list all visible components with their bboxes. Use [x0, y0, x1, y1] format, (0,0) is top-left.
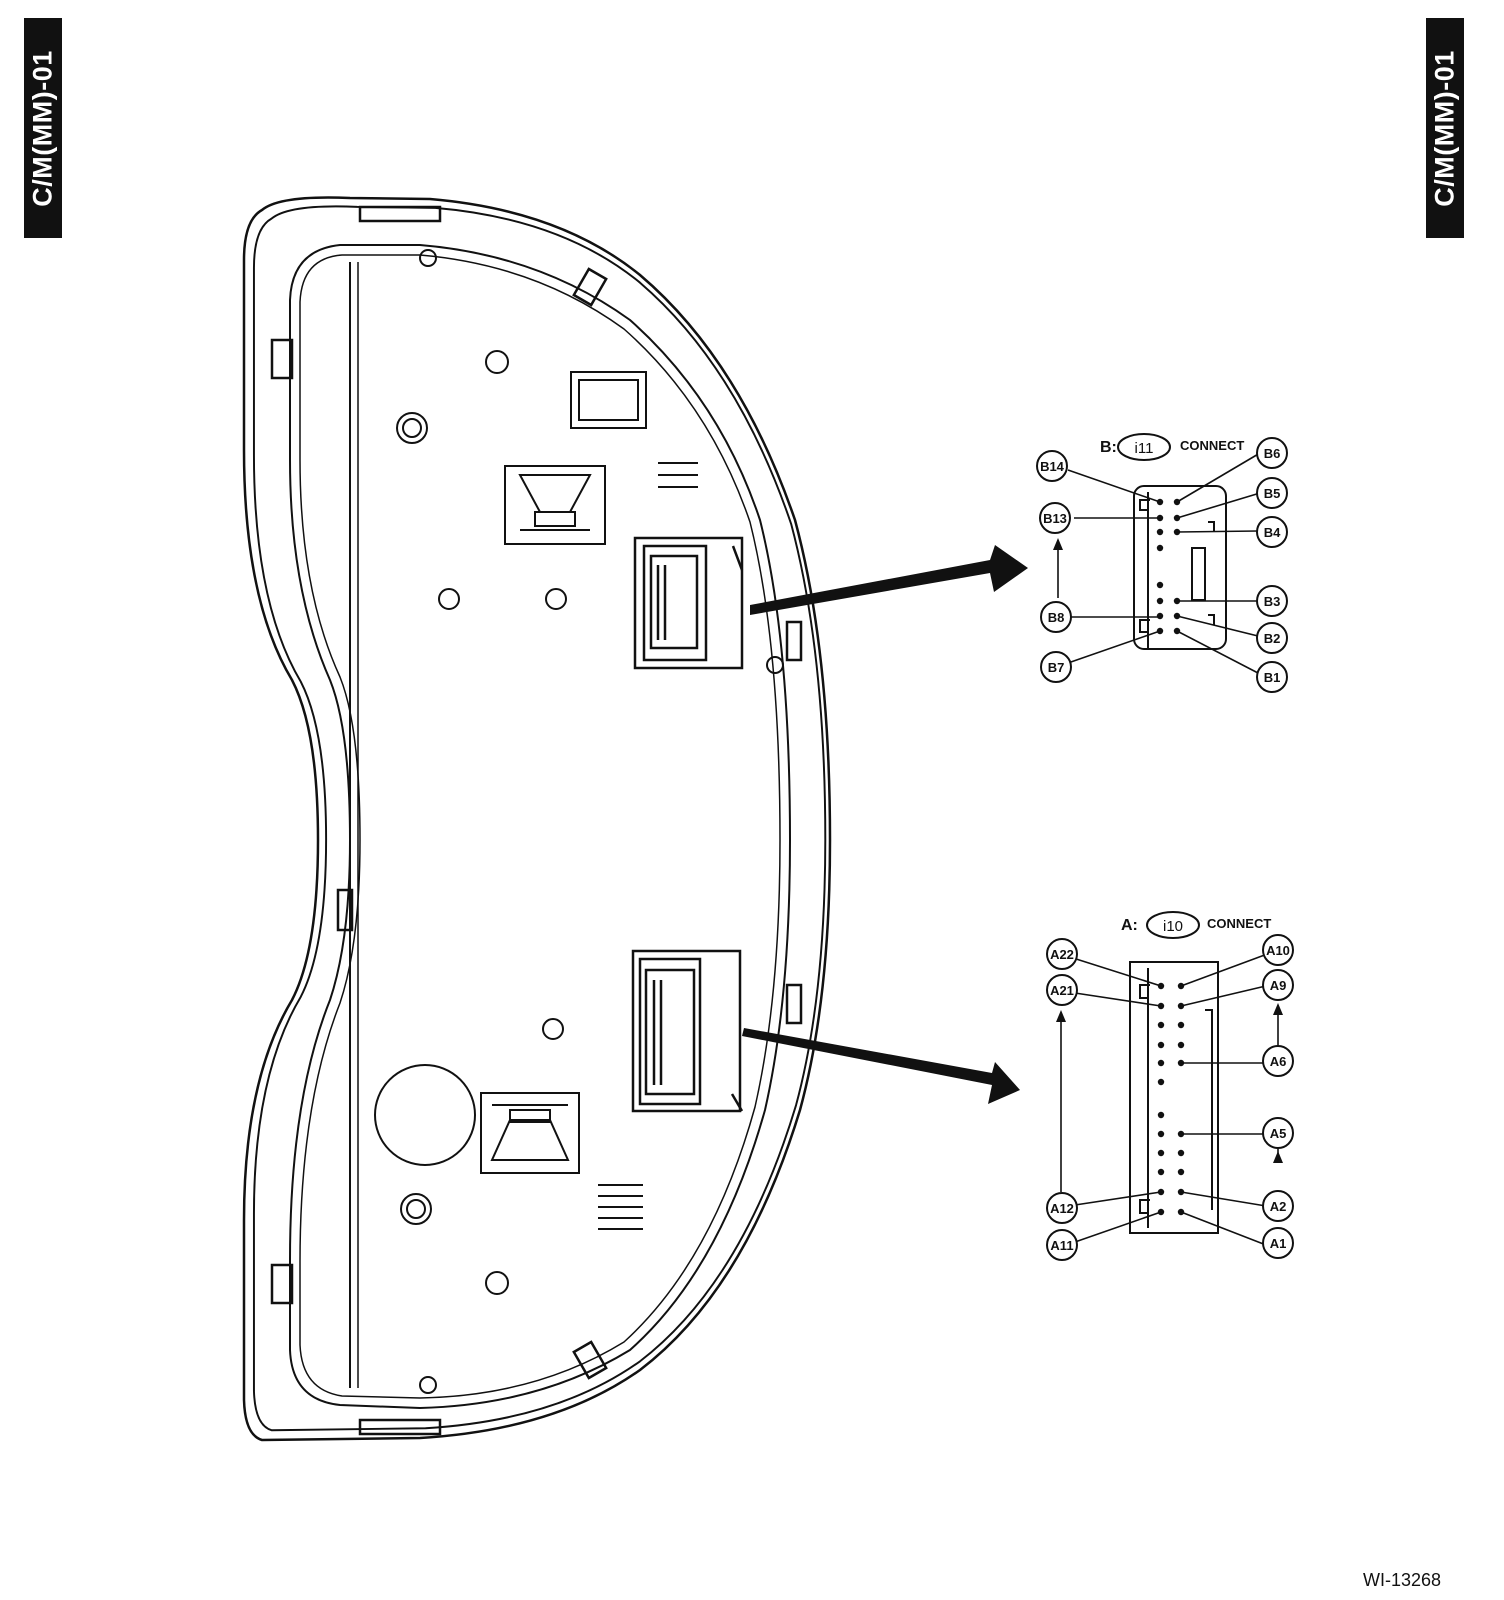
- connector-b-body: [1133, 485, 1227, 650]
- figure-reference: WI-13268: [1363, 1570, 1442, 1590]
- connector-b-code: i11: [1135, 440, 1154, 457]
- svg-text:A10: A10: [1266, 943, 1290, 958]
- svg-text:A9: A9: [1270, 978, 1287, 993]
- pin-label-b8: B8: [1040, 601, 1072, 633]
- svg-text:B2: B2: [1264, 631, 1281, 646]
- connector-a-detail: A: i10 CONNECT: [1046, 911, 1294, 1261]
- svg-text:A11: A11: [1050, 1238, 1073, 1253]
- pin-label-b14: B14: [1036, 450, 1068, 482]
- pin-label-b6: B6: [1256, 437, 1288, 469]
- connector-a-prefix: A:: [1121, 917, 1138, 934]
- pin-label-a1: A1: [1262, 1227, 1294, 1259]
- pin-label-b1: B1: [1256, 661, 1288, 693]
- svg-text:B8: B8: [1048, 610, 1065, 625]
- section-tab-right: C/M(MM)-01: [1426, 18, 1464, 238]
- meter-socket-a: [631, 949, 744, 1113]
- connector-a-code: i10: [1163, 918, 1183, 935]
- svg-text:B6: B6: [1264, 446, 1281, 461]
- pin-label-a10: A10: [1262, 934, 1294, 966]
- pin-label-a22: A22: [1046, 938, 1078, 970]
- svg-text:B5: B5: [1264, 486, 1281, 501]
- svg-text:A1: A1: [1270, 1236, 1287, 1251]
- svg-text:A12: A12: [1050, 1201, 1074, 1216]
- pointer-arrow-b: [750, 545, 1028, 615]
- connector-b-leaders: [1057, 452, 1261, 674]
- connector-b-suffix: CONNECT: [1180, 438, 1244, 453]
- svg-text:B13: B13: [1043, 511, 1067, 526]
- connector-b-pins: [1156, 498, 1181, 635]
- meter-housing: [242, 196, 832, 1442]
- pin-label-a9: A9: [1262, 969, 1294, 1001]
- meter-socket-b: [633, 536, 744, 670]
- pin-label-a6: A6: [1262, 1045, 1294, 1077]
- pin-label-b7: B7: [1040, 651, 1072, 683]
- pin-label-b5: B5: [1256, 477, 1288, 509]
- pin-label-b4: B4: [1256, 516, 1288, 548]
- connector-b-detail: B: i11 CONNECT: [1036, 433, 1288, 693]
- svg-text:B7: B7: [1048, 660, 1065, 675]
- connector-a-body: [1129, 961, 1219, 1234]
- connector-a-leaders: [1060, 952, 1279, 1246]
- svg-text:B14: B14: [1040, 459, 1065, 474]
- pin-label-a21: A21: [1046, 974, 1078, 1006]
- pointer-arrow-a: [742, 1028, 1020, 1104]
- pin-label-b2: B2: [1256, 622, 1288, 654]
- svg-text:A22: A22: [1050, 947, 1074, 962]
- connector-a-pins: [1157, 982, 1185, 1216]
- pin-label-b3: B3: [1256, 585, 1288, 617]
- pin-label-a11: A11: [1046, 1229, 1078, 1261]
- connector-b-prefix: B:: [1100, 439, 1117, 456]
- meter-interior: [374, 249, 784, 1394]
- svg-text:A5: A5: [1270, 1126, 1287, 1141]
- section-tab-left: C/M(MM)-01: [24, 18, 62, 238]
- svg-text:B3: B3: [1264, 594, 1281, 609]
- pin-label-a5: A5: [1262, 1117, 1294, 1149]
- svg-text:A21: A21: [1050, 983, 1074, 998]
- pin-label-b13: B13: [1039, 502, 1071, 534]
- pin-label-a2: A2: [1262, 1190, 1294, 1222]
- svg-text:A2: A2: [1270, 1199, 1287, 1214]
- svg-text:A6: A6: [1270, 1054, 1287, 1069]
- pin-label-a12: A12: [1046, 1192, 1078, 1224]
- svg-text:B1: B1: [1264, 670, 1281, 685]
- connector-a-suffix: CONNECT: [1207, 916, 1271, 931]
- svg-text:B4: B4: [1264, 525, 1281, 540]
